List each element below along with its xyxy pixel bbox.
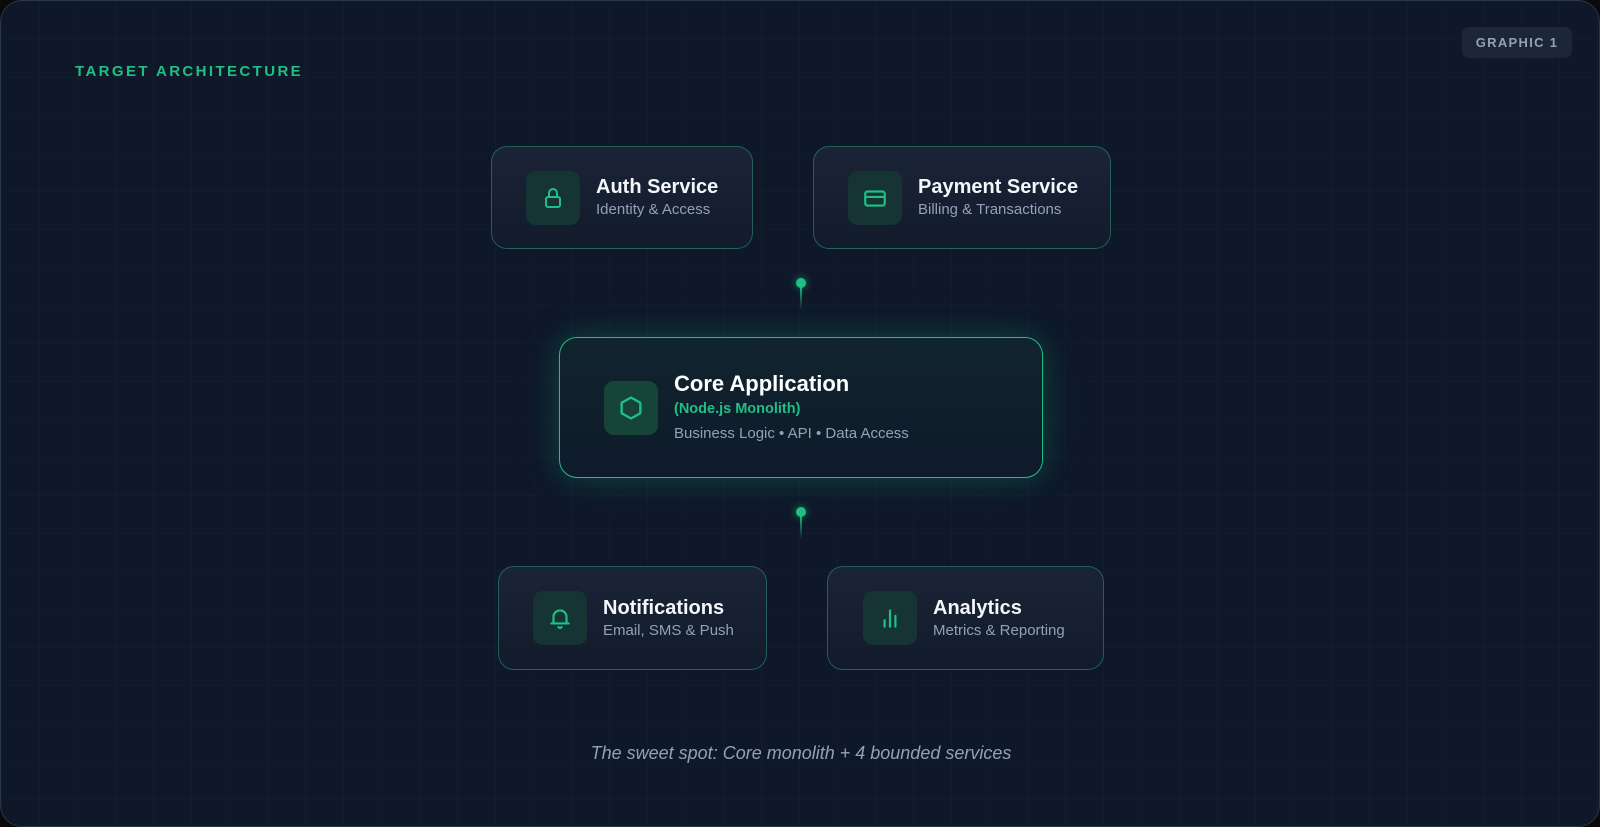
service-card-payment: Payment Service Billing & Transactions: [813, 146, 1111, 249]
core-title: Core Application: [674, 371, 850, 396]
hexagon-icon: [604, 380, 658, 435]
connector-top: [795, 278, 807, 310]
service-title: Auth Service: [596, 176, 719, 198]
service-title: Analytics: [933, 596, 1022, 619]
service-card-auth: Auth Service Identity & Access: [491, 146, 753, 249]
connector-dot: [796, 278, 806, 288]
service-card-analytics: Analytics Metrics & Reporting: [827, 566, 1104, 670]
connector-line: [800, 515, 802, 539]
core-application-card: Core Application (Node.js Monolith) Busi…: [559, 337, 1043, 478]
service-subtitle: Identity & Access: [596, 201, 711, 218]
connector-dot: [796, 507, 806, 517]
graphic-badge: GRAPHIC 1: [1462, 27, 1572, 58]
core-description: Business Logic • API • Data Access: [674, 425, 909, 442]
service-subtitle: Metrics & Reporting: [933, 621, 1065, 639]
core-tech: (Node.js Monolith): [674, 401, 801, 417]
section-title: TARGET ARCHITECTURE: [75, 63, 304, 80]
diagram-caption: The sweet spot: Core monolith + 4 bounde…: [590, 743, 1012, 763]
connector-line: [800, 286, 802, 310]
service-card-notifications: Notifications Email, SMS & Push: [498, 566, 767, 670]
credit-card-icon: [848, 170, 902, 225]
lock-icon: [526, 170, 580, 225]
bell-icon: [533, 591, 587, 645]
bar-chart-icon: [863, 591, 917, 645]
service-subtitle: Billing & Transactions: [918, 201, 1062, 218]
connector-bottom: [795, 507, 807, 539]
service-subtitle: Email, SMS & Push: [603, 621, 734, 639]
service-title: Payment Service: [918, 176, 1079, 198]
service-title: Notifications: [603, 596, 725, 619]
